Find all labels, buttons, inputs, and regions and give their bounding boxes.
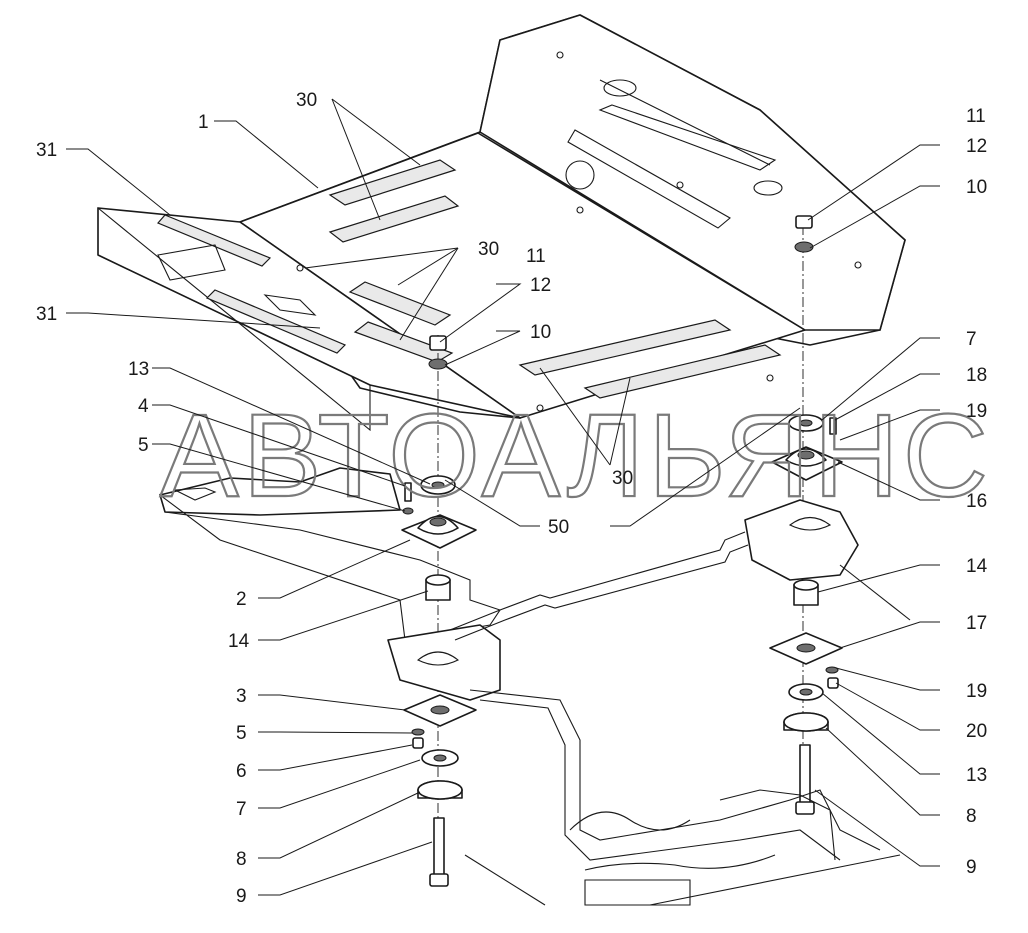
watermark-text: АВТОАЛЬЯНС: [160, 390, 992, 522]
callout-31-lower: 31: [36, 304, 57, 325]
callout-6: 6: [236, 761, 247, 782]
callout-50: 50: [548, 517, 569, 538]
callout-7-right: 7: [966, 329, 977, 350]
callout-19-bottom: 19: [966, 681, 987, 702]
right-mount-stack: [769, 215, 843, 815]
callout-9-right: 9: [966, 857, 977, 878]
callout-11-left: 11: [526, 246, 546, 267]
callout-8-right: 8: [966, 806, 977, 827]
callout-2: 2: [236, 589, 247, 610]
callout-5-top: 5: [138, 435, 149, 456]
callout-30-top: 30: [296, 90, 317, 111]
callout-7-left: 7: [236, 799, 247, 820]
callout-18: 18: [966, 365, 987, 386]
floor-plate: [97, 14, 906, 432]
callout-16: 16: [966, 491, 987, 512]
callout-1: 1: [198, 112, 209, 133]
callout-9-left: 9: [236, 886, 247, 907]
callout-3: 3: [236, 686, 247, 707]
callout-20: 20: [966, 721, 987, 742]
callout-31-top: 31: [36, 140, 57, 161]
callout-10-left: 10: [530, 322, 551, 343]
callout-8-left: 8: [236, 849, 247, 870]
leader-lines: [66, 98, 940, 896]
callout-13-left: 13: [128, 359, 149, 380]
callout-19-top: 19: [966, 401, 987, 422]
callout-30-middle: 30: [478, 239, 499, 260]
callout-13-right: 13: [966, 765, 987, 786]
callout-11-right: 11: [966, 106, 986, 127]
callout-17: 17: [966, 613, 987, 634]
callout-10-right: 10: [966, 177, 987, 198]
chassis-frame: [159, 467, 911, 906]
callout-30-bottom: 30: [612, 468, 633, 489]
callout-4: 4: [138, 396, 149, 417]
callout-12-left: 12: [530, 275, 551, 296]
callout-5-bottom: 5: [236, 723, 247, 744]
callout-14-right: 14: [966, 556, 988, 577]
callout-12-right: 12: [966, 136, 987, 157]
callout-14-left: 14: [228, 631, 250, 652]
callout-labels: 1 31 31 30 30 30 11 12 10 11 12 10 13 4 …: [36, 90, 988, 907]
left-mount-stack: [401, 335, 477, 887]
